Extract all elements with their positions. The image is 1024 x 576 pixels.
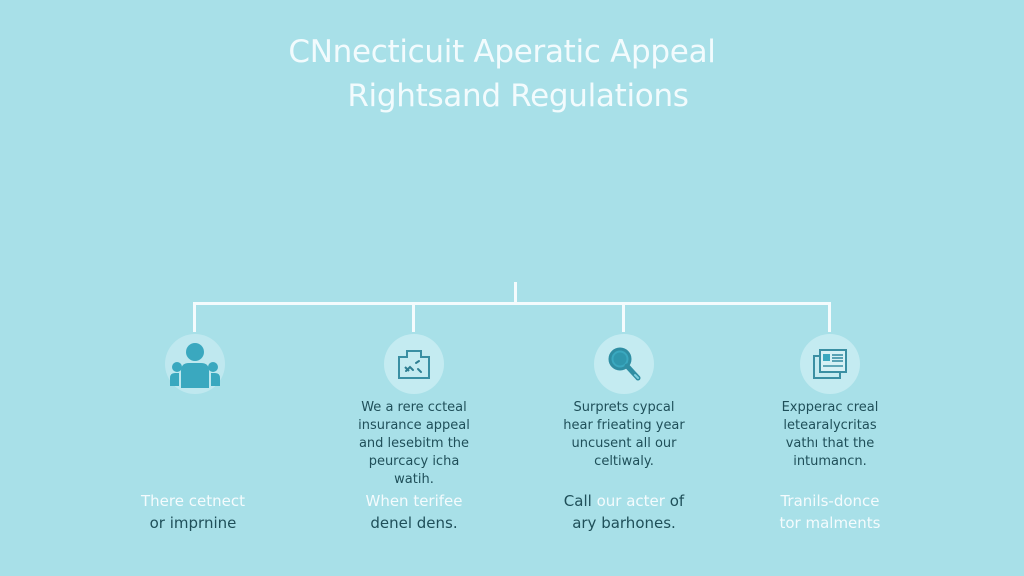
node-description: Expperac creal letearalycritas vathı tha… xyxy=(781,400,879,469)
node-label-3: Call our acter of ary barhones. xyxy=(563,492,685,532)
document-chart-icon xyxy=(398,350,430,379)
diagram-node-3: Surprets cypcal hear frieating year uncu… xyxy=(514,334,734,489)
people-group-icon xyxy=(170,343,220,388)
tree-connector-drop-4 xyxy=(828,302,831,332)
tree-connector-bar xyxy=(193,302,831,305)
node-description: We a rere cctеal insurance appeal and le… xyxy=(358,400,470,487)
tree-connector-drop-2 xyxy=(412,302,415,332)
node-label-2: When terifee denel dens. xyxy=(365,492,463,532)
node-description xyxy=(85,399,305,489)
tree-connector-drop-1 xyxy=(193,302,196,332)
node-description: Surprets cypcal hear frieating year uncu… xyxy=(563,400,685,469)
diagram-title: CNnecticuit Aperatic Appeal Rightsand Re… xyxy=(0,30,1024,118)
tree-connector-drop-3 xyxy=(622,302,625,332)
diagram-node-4: Expperac creal letearalycritas vathı tha… xyxy=(720,334,940,489)
node-label-1: There cetnect or imprnine xyxy=(141,492,245,532)
documents-stack-icon xyxy=(813,349,847,379)
icon-circle xyxy=(800,334,860,394)
icon-circle xyxy=(384,334,444,394)
diagram-node-1 xyxy=(85,334,305,489)
title-line-1: CNnecticuit Aperatic Appeal xyxy=(288,34,716,70)
diagram-node-2: We a rere cctеal insurance appeal and le… xyxy=(304,334,524,489)
title-line-2: Rightsand Regulations xyxy=(347,78,689,114)
magnifier-icon xyxy=(608,347,641,381)
icon-circle xyxy=(165,334,225,394)
tree-connector-stem xyxy=(514,282,517,304)
node-label-4: Tranils-donce tor malments xyxy=(779,492,881,532)
icon-circle xyxy=(594,334,654,394)
